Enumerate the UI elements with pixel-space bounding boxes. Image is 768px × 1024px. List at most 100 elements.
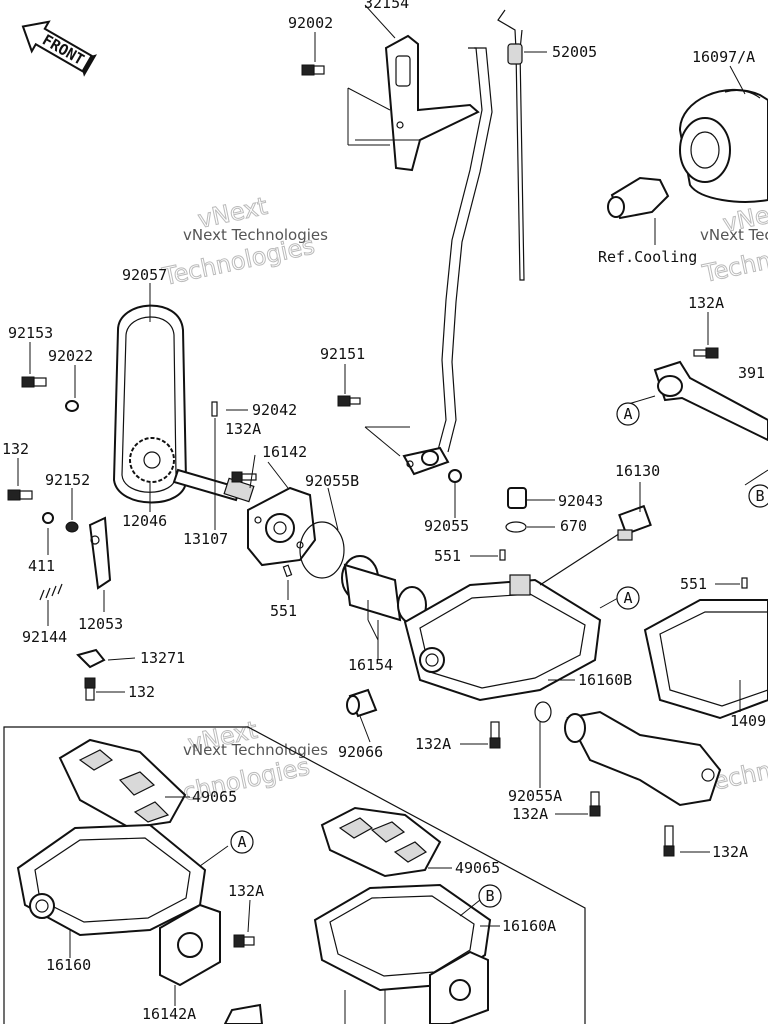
part-92042-pin: [211, 401, 218, 417]
part-132A-bolt: [233, 934, 255, 948]
svg-text:B: B: [485, 887, 494, 905]
front-label: FRONT: [39, 31, 87, 69]
part-92151-bolt: [337, 395, 361, 407]
part-label-52005: 52005: [552, 43, 597, 61]
part-411-washer: [42, 512, 54, 524]
watermark-text: vNext Technologies: [183, 226, 328, 244]
part-label-13107: 13107: [183, 530, 228, 548]
part-49065-gasket-lower: [320, 806, 442, 878]
part-pipe-elbow: [564, 710, 722, 807]
leader: [539, 527, 629, 586]
part-label-16160B: 16160B: [578, 671, 632, 689]
part-label-16097A: 16097/A: [692, 48, 755, 66]
part-label-92042: 92042: [252, 401, 297, 419]
part-92055B-o-ring: [299, 521, 345, 579]
part-132A-bolt: [589, 791, 601, 817]
part-16097A-oil-filter: [678, 89, 768, 203]
part-label-670: 670: [560, 517, 587, 535]
part-label-92153: 92153: [8, 324, 53, 342]
callout-circle-b: B: [748, 484, 768, 508]
svg-text:A: A: [237, 833, 246, 851]
part-92153-bolt: [21, 376, 47, 388]
part-label-551: 551: [680, 575, 707, 593]
part-92022-washer: [65, 400, 79, 412]
part-52005-dipstick: [437, 9, 525, 453]
part-label-16160A: 16160A: [502, 917, 556, 935]
part-16160B-oil-pan: [403, 574, 602, 702]
part-92055A-o-ring: [534, 701, 552, 723]
part-16142-pump-body: [247, 486, 317, 567]
watermark-text: vNext Technologies: [700, 226, 768, 244]
part-label-92057: 92057: [122, 266, 167, 284]
part-132A-bolt: [693, 347, 719, 359]
part-13271-plate: [76, 648, 106, 669]
part-32154-bracket: [384, 34, 480, 172]
part-label-92144: 92144: [22, 628, 67, 646]
front-arrow-tag: FRONT: [21, 20, 98, 77]
part-label-92055B: 92055B: [305, 472, 359, 490]
callout-circle-a: A: [230, 830, 254, 854]
part-132A-bolt: [489, 721, 501, 749]
part-label-132A: 132A: [688, 294, 724, 312]
part-label-92043: 92043: [558, 492, 603, 510]
part-label-16154: 16154: [348, 656, 393, 674]
part-label-551: 551: [434, 547, 461, 565]
part-label-49065: 49065: [455, 859, 500, 877]
part-label-92055A: 92055A: [508, 787, 562, 805]
part-label-92066: 92066: [338, 743, 383, 761]
part-551-pin: [499, 549, 506, 561]
part-670-o-ring: [505, 521, 527, 533]
part-49065-gasket: [58, 738, 187, 830]
part-label-49065: 49065: [192, 788, 237, 806]
svg-text:A: A: [623, 589, 632, 607]
watermark: vNext Technologies vNext Technologies vN…: [154, 191, 768, 812]
part-1409-right-pan: [643, 577, 768, 720]
lower-section-frame: [3, 726, 586, 1024]
part-label-92022: 92022: [48, 347, 93, 365]
part-12046-sprocket: [129, 437, 175, 483]
watermark-text: vNext Technologies: [183, 741, 328, 759]
part-16130-fitting: [617, 504, 652, 541]
part-label-411: 411: [28, 557, 55, 575]
part-132-bolt: [7, 489, 33, 501]
part-16154-rotor: [341, 555, 427, 624]
part-label-132: 132: [128, 683, 155, 701]
svg-text:A: A: [623, 405, 632, 423]
part-92043-collar: [507, 487, 527, 509]
part-filter-fitting: [607, 176, 670, 220]
part-label-92002: 92002: [288, 14, 333, 32]
part-132-bottom-bolt: [84, 677, 96, 701]
part-132A-bolt: [231, 471, 257, 483]
part-label-12046: 12046: [122, 512, 167, 530]
part-132A-bolt: [663, 825, 675, 857]
part-92066-collar: [346, 688, 378, 718]
part-label-132A: 132A: [415, 735, 451, 753]
part-551-pin: [282, 564, 293, 578]
part-label-132A: 132A: [228, 882, 264, 900]
callout-circle-a: A: [616, 586, 640, 610]
part-label-16142A: 16142A: [142, 1005, 196, 1023]
part-pump-lower: [429, 950, 489, 1024]
svg-text:B: B: [755, 487, 764, 505]
part-pipe-bottom: [223, 1003, 264, 1024]
part-label-132A: 132A: [512, 805, 548, 823]
part-92152-nut: [65, 521, 79, 533]
part-dipstick-flange: [402, 446, 462, 483]
leader-lines: [17, 4, 768, 1024]
callout-circle-b: B: [478, 884, 502, 908]
part-label-12053: 12053: [78, 615, 123, 633]
part-label-13271: 13271: [140, 649, 185, 667]
part-16160A-oil-pan: [313, 883, 492, 992]
part-label-132A: 132A: [225, 420, 261, 438]
part-12053-relief-valve: [88, 516, 112, 590]
part-label-16142: 16142: [262, 443, 307, 461]
part-label-391: 391: [738, 364, 765, 382]
part-label-1409: 1409: [730, 712, 766, 730]
part-label-551: 551: [270, 602, 297, 620]
part-label-32154: 32154: [364, 0, 409, 12]
part-label-92055: 92055: [424, 517, 469, 535]
part-label-16130: 16130: [615, 462, 660, 480]
callout-circle-a: A: [616, 402, 640, 426]
